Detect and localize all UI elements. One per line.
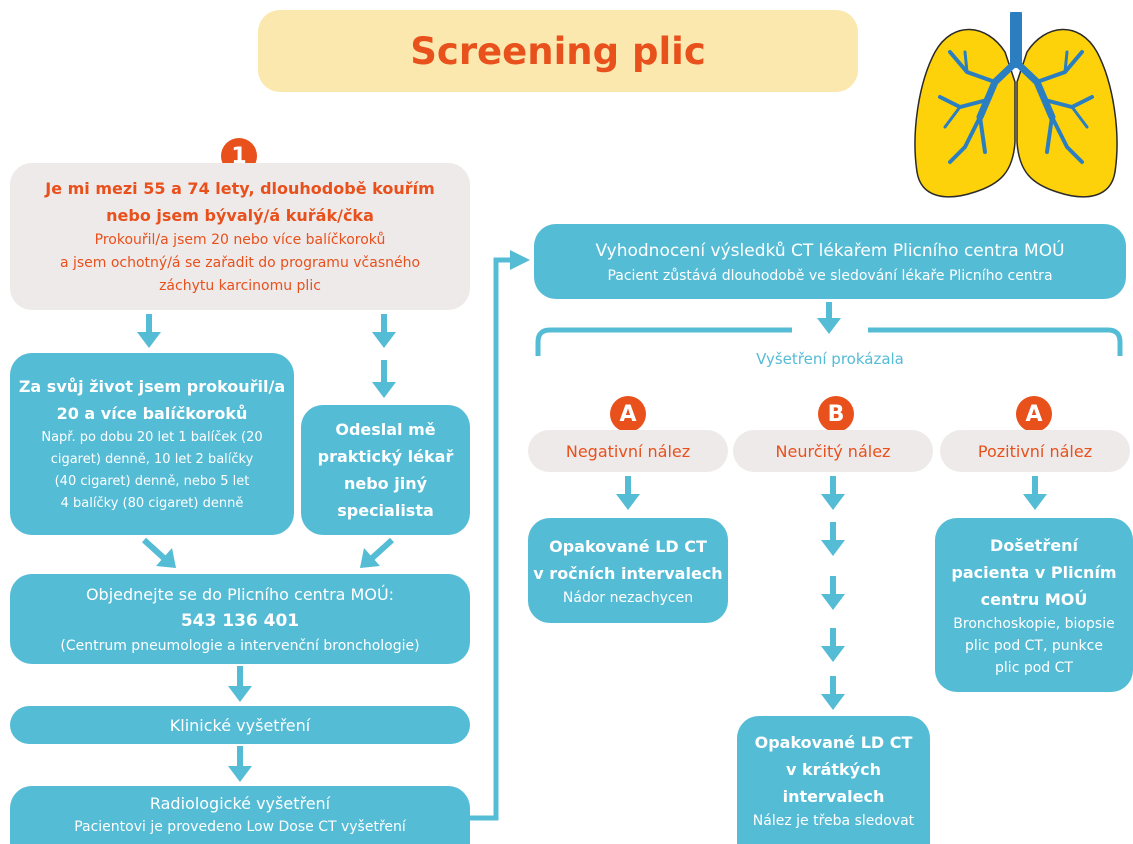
pack-years-line-3: Např. po dobu 20 let 1 balíček (20 (41, 430, 263, 445)
arrow-down-icon (821, 676, 845, 710)
title-banner: Screening plic (258, 10, 858, 92)
indeterminate-result-note: Nález je třeba sledovat (752, 812, 915, 829)
negative-result-line-2: v ročních intervalech (533, 563, 723, 583)
radiology-line-1: Radiologické vyšetření (149, 794, 331, 813)
indeterminate-finding-pill: Neurčitý nález (733, 430, 933, 472)
evaluation-line-2: Pacient zůstává dlouhodobě ve sledování … (607, 267, 1053, 284)
positive-result-line-2: pacienta v Plicním (951, 562, 1117, 582)
positive-finding-label: Pozitivní nález (977, 441, 1093, 461)
order-line-1: Objednejte se do Plicního centra MOÚ: (85, 585, 395, 604)
clinical-exam-label: Klinické vyšetření (169, 715, 311, 735)
referral-line-3: nebo jiný (343, 474, 428, 493)
radiology-box: Radiologické vyšetření Pacientovi je pro… (10, 786, 470, 844)
negative-result-line-1: Opakované LD CT (549, 536, 707, 556)
referral-line-2: praktický lékař (317, 447, 454, 466)
arrow-down-icon (372, 314, 396, 348)
indeterminate-finding-label: Neurčitý nález (775, 441, 891, 461)
indeterminate-result-line-3: intervalech (782, 786, 885, 806)
order-line-3: (Centrum pneumologie a intervenční bronc… (60, 638, 420, 654)
positive-result-line-3: centru MOÚ (980, 589, 1088, 609)
eligibility-line-4: a jsem ochotný/á se zařadit do programu … (59, 255, 421, 271)
indeterminate-result-line-2: v krátkých (786, 759, 881, 779)
clinical-exam-box: Klinické vyšetření (10, 706, 470, 744)
order-box: Objednejte se do Plicního centra MOÚ: 54… (10, 574, 470, 664)
pack-years-box: Za svůj život jsem prokouřil/a 20 a více… (10, 353, 294, 535)
page-title: Screening plic (410, 29, 706, 73)
positive-result-note-1: Bronchoskopie, biopsie (953, 615, 1115, 632)
negative-finding-pill: Negativní nález (528, 430, 728, 472)
positive-result-box: Došetření pacienta v Plicním centru MOÚ … (935, 518, 1133, 692)
outcome-badge-negative: A (610, 396, 646, 432)
arrow-diagonal-icon (141, 537, 176, 568)
arrow-down-icon (372, 360, 396, 398)
negative-finding-label: Negativní nález (565, 441, 691, 461)
pack-years-line-5: (40 cigaret) denně, nebo 5 let (54, 474, 250, 489)
outcome-badge-indeterminate: B (818, 396, 854, 432)
pack-years-line-1: Za svůj život jsem prokouřil/a (18, 377, 286, 396)
pack-years-line-4: cigaret) denně, 10 let 2 balíčky (50, 452, 254, 467)
arrow-down-icon (228, 666, 252, 702)
eligibility-line-2: nebo jsem bývalý/á kuřák/čka (106, 206, 374, 225)
pack-years-line-6: 4 balíčky (80 cigaret) denně (60, 496, 244, 511)
findings-label: Vyšetření prokázala (756, 350, 904, 368)
arrow-down-icon (817, 302, 841, 334)
arrow-down-icon (821, 576, 845, 610)
evaluation-line-1: Vyhodnocení výsledků CT lékařem Plicního… (595, 240, 1065, 261)
arrow-down-icon (1023, 476, 1047, 510)
arrow-down-icon (821, 628, 845, 662)
pack-years-line-2: 20 a více balíčkoroků (56, 404, 248, 423)
arrow-down-icon (616, 476, 640, 510)
radiology-line-2: Pacientovi je provedeno Low Dose CT vyše… (74, 819, 406, 835)
arrow-down-icon (821, 476, 845, 510)
referral-line-4: specialista (337, 501, 434, 520)
positive-result-note-2: plic pod CT, punkce (965, 637, 1103, 654)
negative-result-note: Nádor nezachycen (562, 589, 694, 606)
arrow-diagonal-icon (360, 537, 395, 568)
positive-result-note-3: plic pod CT (995, 659, 1073, 676)
eligibility-line-3: Prokouřil/a jsem 20 nebo více balíčkorok… (94, 232, 386, 248)
order-phone: 543 136 401 (180, 611, 300, 631)
positive-result-line-1: Došetření (990, 535, 1078, 555)
arrow-down-icon (137, 314, 161, 348)
arrow-down-icon (821, 522, 845, 556)
positive-finding-pill: Pozitivní nález (940, 430, 1130, 472)
arrow-right-icon (470, 250, 530, 821)
bracket-icon (535, 327, 1123, 356)
referral-line-1: Odeslal mě (335, 420, 436, 439)
indeterminate-result-line-1: Opakované LD CT (754, 732, 913, 752)
outcome-badge-positive: A (1016, 396, 1052, 432)
arrow-down-icon (228, 746, 252, 782)
eligibility-line-5: záchytu karcinomu plic (159, 278, 321, 294)
lungs-icon (914, 12, 1118, 198)
indeterminate-result-box: Opakované LD CT v krátkých intervalech N… (737, 716, 930, 844)
eligibility-box: Je mi mezi 55 a 74 lety, dlouhodobě kouř… (10, 163, 470, 310)
referral-box: Odeslal mě praktický lékař nebo jiný spe… (301, 405, 470, 535)
eligibility-line-1: Je mi mezi 55 a 74 lety, dlouhodobě kouř… (45, 179, 435, 198)
evaluation-box: Vyhodnocení výsledků CT lékařem Plicního… (534, 224, 1126, 299)
negative-result-box: Opakované LD CT v ročních intervalech Ná… (528, 518, 728, 623)
